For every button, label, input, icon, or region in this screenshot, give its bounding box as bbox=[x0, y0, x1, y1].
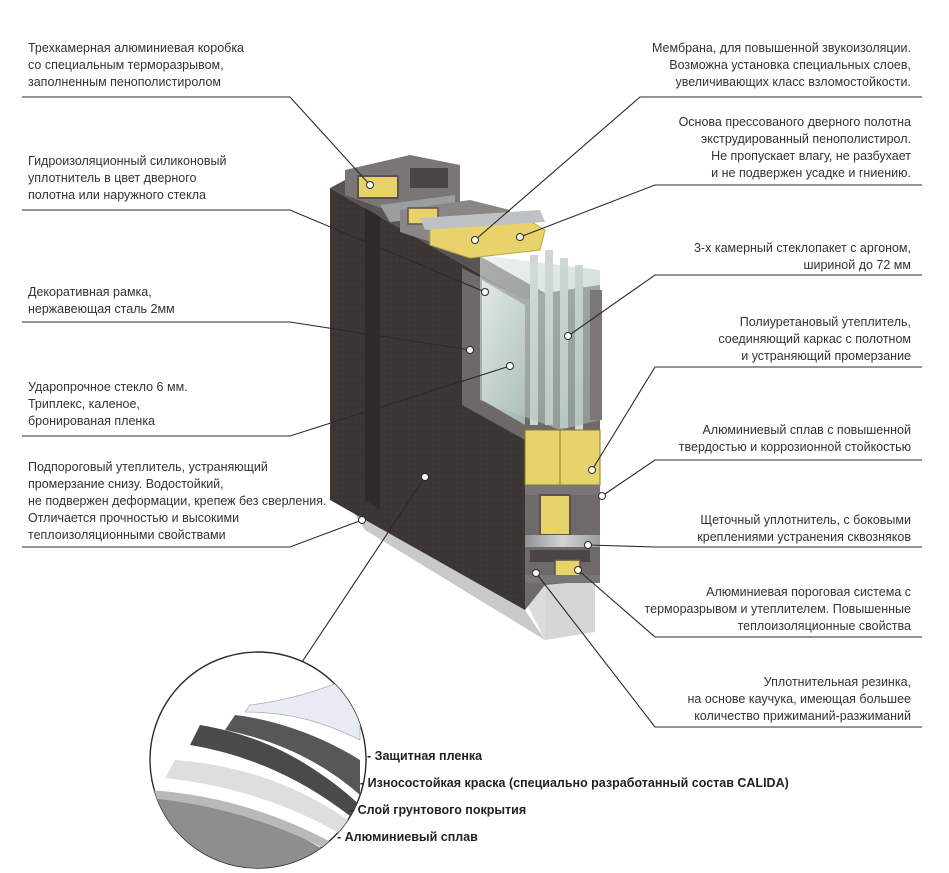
label-brush-seal: Щеточный уплотнитель, с боковыми креплен… bbox=[697, 513, 911, 544]
glass-window bbox=[462, 250, 602, 440]
layer-wear-resistant-paint: - Износостойкая краска (специально разра… bbox=[360, 776, 789, 790]
label-aluminium-alloy: Алюминиевый сплав с повышенной твердость… bbox=[678, 423, 911, 454]
label-pressed-leaf-base: Основа прессованого дверного полотна экс… bbox=[678, 115, 911, 180]
frame-profile-bottom bbox=[524, 429, 601, 583]
label-subthreshold-insulation: Подпороговый утеплитель, устраняющий про… bbox=[28, 460, 327, 542]
callout-dots bbox=[358, 181, 606, 577]
label-decorative-frame: Декоративная рамка, нержавеющая сталь 2м… bbox=[28, 285, 175, 316]
layer-protective-film: - Защитная пленка bbox=[367, 749, 483, 763]
label-triple-glazing: 3-х камерный стеклопакет с аргоном, шири… bbox=[693, 241, 911, 272]
layer-primer: - Слой грунтового покрытия bbox=[350, 803, 527, 817]
layer-aluminium-alloy: - Алюминиевый сплав bbox=[337, 830, 478, 844]
label-polyurethane-insulation: Полиуретановый утеплитель, соединяющий к… bbox=[718, 315, 911, 363]
label-aluminium-box: Трехкамерная алюминиевая коробка со спец… bbox=[28, 41, 245, 89]
label-threshold-system: Алюминиевая пороговая система с термораз… bbox=[644, 585, 911, 633]
label-silicone-seal: Гидроизоляционный силиконовый уплотнител… bbox=[28, 154, 227, 202]
label-impact-glass: Ударопрочное стекло 6 мм. Триплекс, кале… bbox=[28, 380, 188, 428]
label-membrane: Мембрана, для повышенной звукоизоляции. … bbox=[651, 41, 911, 89]
leader-lines bbox=[22, 96, 922, 728]
label-rubber-seal: Уплотнительная резинка, на основе каучук… bbox=[687, 675, 911, 723]
